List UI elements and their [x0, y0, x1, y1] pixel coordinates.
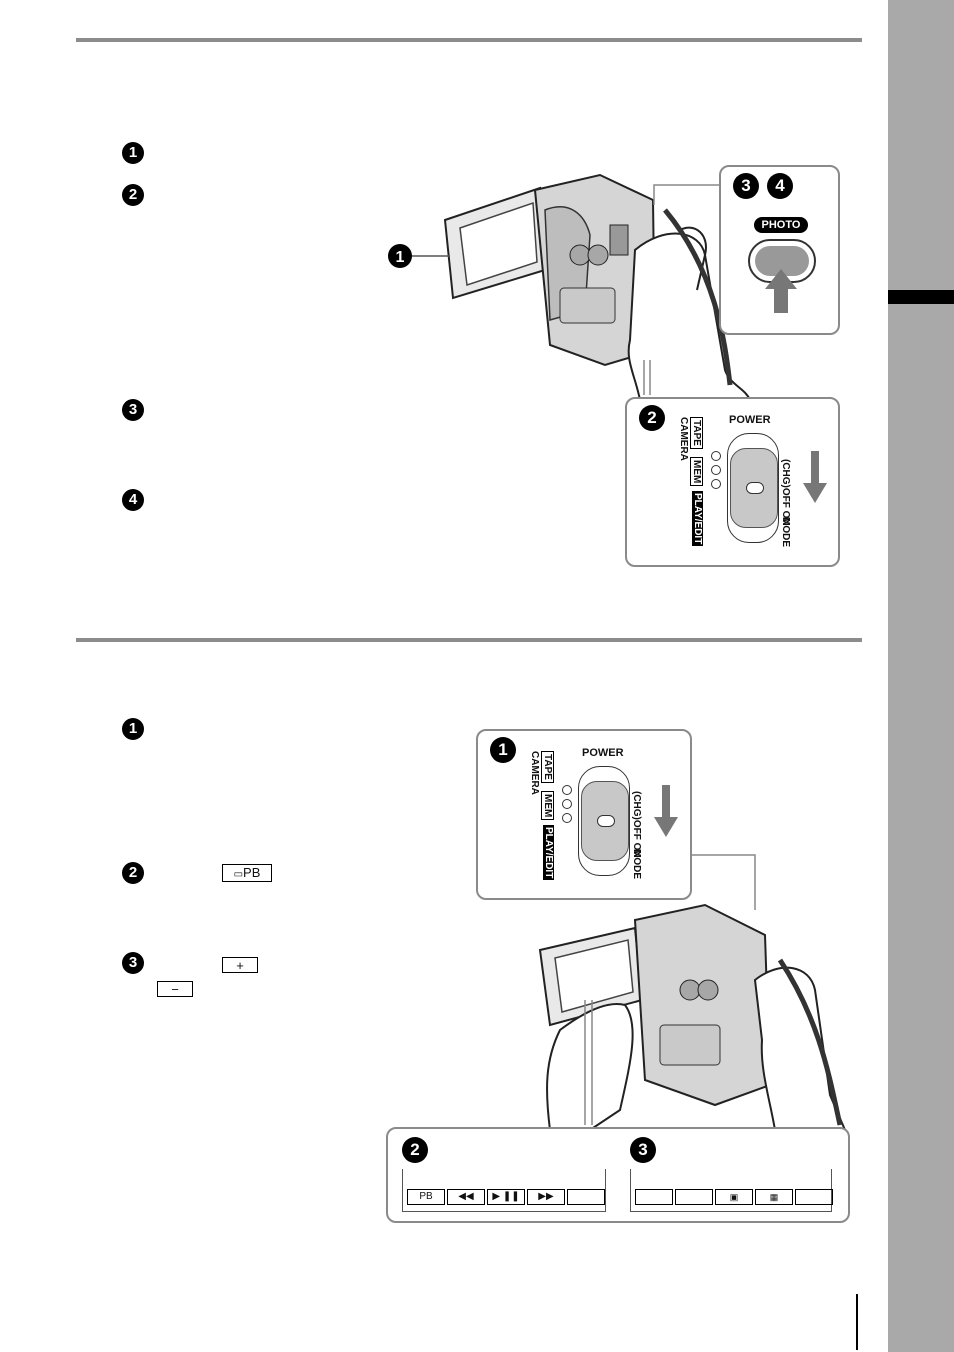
index-icon: ▦ [769, 1192, 779, 1202]
photo-label: PHOTO [754, 217, 808, 233]
step-number: 2 [122, 184, 144, 206]
blank-button[interactable] [635, 1189, 673, 1205]
step-number: 3 [733, 173, 759, 199]
index-icon-button[interactable]: ▦ [755, 1189, 793, 1205]
play-edit-label: PLAY/EDIT [692, 491, 703, 547]
connector-lines [643, 184, 719, 395]
playback-button-row: PB ◀◀ ▶ ❚❚ ▶▶ [407, 1189, 605, 1205]
tape-label: TAPE [541, 751, 554, 783]
chapter-marker [888, 290, 954, 304]
step-number: 4 [122, 489, 144, 511]
page-number-divider [856, 1294, 858, 1350]
slide-down-arrow-icon [803, 451, 827, 503]
power-switch-track [578, 766, 630, 876]
lcd-screen-callout: 2 3 PB ◀◀ ▶ ❚❚ ▶▶ ▣ ▦ [386, 1127, 850, 1223]
tape-icon-button[interactable]: ▣ [715, 1189, 753, 1205]
play-pause-button[interactable]: ▶ ❚❚ [487, 1189, 525, 1205]
section-divider-middle [76, 638, 862, 642]
lcd-screen-left: PB ◀◀ ▶ ❚❚ ▶▶ [402, 1169, 606, 1212]
power-switch[interactable] [730, 448, 778, 528]
section-divider-top [76, 38, 862, 42]
step-number: 3 [122, 399, 144, 421]
pb-button[interactable]: ▭PB [222, 864, 272, 882]
camcorder-drawing [538, 854, 847, 1131]
mem-label: MEM [541, 791, 554, 821]
switch-positions: (CHG)OFF ON [780, 459, 791, 526]
step-number: 2 [639, 405, 665, 431]
index-button-row: ▣ ▦ [635, 1189, 833, 1205]
pb-label: PB [243, 865, 261, 880]
chg-off-label: (CHG)OFF [780, 459, 791, 508]
power-switch-callout: 2 POWER (CHG)OFF ON MODE CAMERA TAPE MEM… [625, 397, 840, 567]
camera-label: CAMERA [678, 417, 689, 461]
step-number: 1 [122, 142, 144, 164]
chg-off-label: (CHG)OFF [631, 791, 642, 840]
chapter-side-tab [888, 0, 954, 1352]
power-label: POWER [729, 414, 771, 426]
blank-button[interactable] [795, 1189, 833, 1205]
photo-button-callout: 3 4 PHOTO [719, 165, 840, 335]
switch-positions: (CHG)OFF ON [631, 791, 642, 858]
photo-button-outline [748, 239, 816, 283]
step-number: 3 [630, 1137, 656, 1163]
step-number: 3 [122, 952, 144, 974]
camcorder-playback-illustration [530, 850, 860, 1131]
lamp-tape [711, 451, 721, 461]
minus-button[interactable]: − [157, 981, 193, 997]
tape-icon: ▣ [729, 1192, 739, 1202]
slide-down-arrow-icon [654, 785, 678, 837]
fast-forward-button[interactable]: ▶▶ [527, 1189, 565, 1205]
step-number: 2 [402, 1137, 428, 1163]
tape-label: TAPE [690, 417, 703, 449]
memory-card-icon: ▭ [233, 869, 244, 880]
switch-grip [597, 815, 615, 827]
power-switch[interactable] [581, 781, 629, 861]
lcd-screen-right: ▣ ▦ [630, 1169, 833, 1212]
lamp-play-edit [711, 479, 721, 489]
callout-number: 1 [396, 249, 405, 266]
camcorder-drawing: 1 [388, 173, 752, 401]
lamp-mem [711, 465, 721, 475]
lamp-play-edit [562, 813, 572, 823]
rewind-button[interactable]: ◀◀ [447, 1189, 485, 1205]
step-number: 2 [122, 862, 144, 884]
step-number: 4 [767, 173, 793, 199]
blank-button[interactable] [675, 1189, 713, 1205]
camcorder-illustration: 1 [385, 170, 755, 401]
switch-grip [746, 482, 764, 494]
step-number: 1 [122, 718, 144, 740]
camera-label: CAMERA [529, 751, 540, 795]
lamp-mem [562, 799, 572, 809]
mem-label: MEM [690, 457, 703, 487]
lamp-tape [562, 785, 572, 795]
blank-button[interactable] [567, 1189, 605, 1205]
power-switch-track [727, 433, 779, 543]
power-label: POWER [582, 747, 624, 759]
plus-button[interactable]: + [222, 957, 258, 973]
press-arrow-icon [765, 269, 797, 313]
mode-label: MODE [780, 517, 791, 547]
step-number: 1 [490, 737, 516, 763]
power-switch-callout: 1 POWER (CHG)OFF ON MODE CAMERA TAPE MEM… [476, 729, 692, 900]
pb-button[interactable]: PB [407, 1189, 445, 1205]
